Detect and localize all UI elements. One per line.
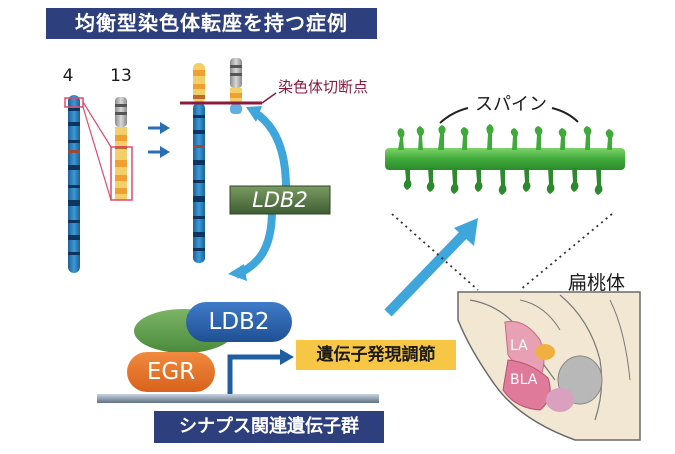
protein-complex bbox=[127, 302, 292, 392]
ldb2-gene-label: LDB2 bbox=[252, 188, 308, 212]
amygdala-title: 扁桃体 bbox=[568, 272, 626, 294]
derivative-chromosome-4 bbox=[193, 63, 205, 263]
translocation-arrows bbox=[148, 122, 170, 158]
spine-leader-left bbox=[439, 107, 469, 124]
gene-regulation-label: 遺伝子発現調節 bbox=[296, 340, 456, 370]
spine-label: スパイン bbox=[475, 94, 547, 115]
synapse-genes-label: シナプス関連遺伝子群 bbox=[154, 411, 384, 443]
breakpoint-label: 染色体切断点 bbox=[278, 78, 369, 96]
derivative-chromosome-13 bbox=[230, 58, 242, 114]
dendrite-spines bbox=[385, 124, 625, 195]
zoom-line-left bbox=[391, 213, 479, 291]
amygdala-bla-label: BLA bbox=[510, 372, 538, 388]
chromosome-13 bbox=[82, 97, 133, 201]
chromosome-4 bbox=[64, 95, 84, 273]
chromosome-4-label: 4 bbox=[62, 66, 74, 86]
ldb2-protein-label: LDB2 bbox=[208, 309, 270, 335]
ldb2-gene-box bbox=[229, 185, 331, 215]
ldb2-arrows bbox=[228, 106, 478, 317]
dna-baseline bbox=[97, 394, 379, 403]
page-title: 均衡型染色体転座を持つ症例 bbox=[46, 8, 377, 39]
egr-label: EGR bbox=[146, 359, 196, 385]
chromosome-13-label: 13 bbox=[110, 66, 132, 86]
breakpoint-leader bbox=[261, 92, 277, 104]
amygdala-section bbox=[457, 291, 641, 441]
amygdala-la-label: LA bbox=[510, 338, 528, 354]
promoter-arrow bbox=[227, 349, 294, 394]
zoom-line-right bbox=[519, 213, 613, 291]
spine-leader-right bbox=[551, 107, 579, 123]
